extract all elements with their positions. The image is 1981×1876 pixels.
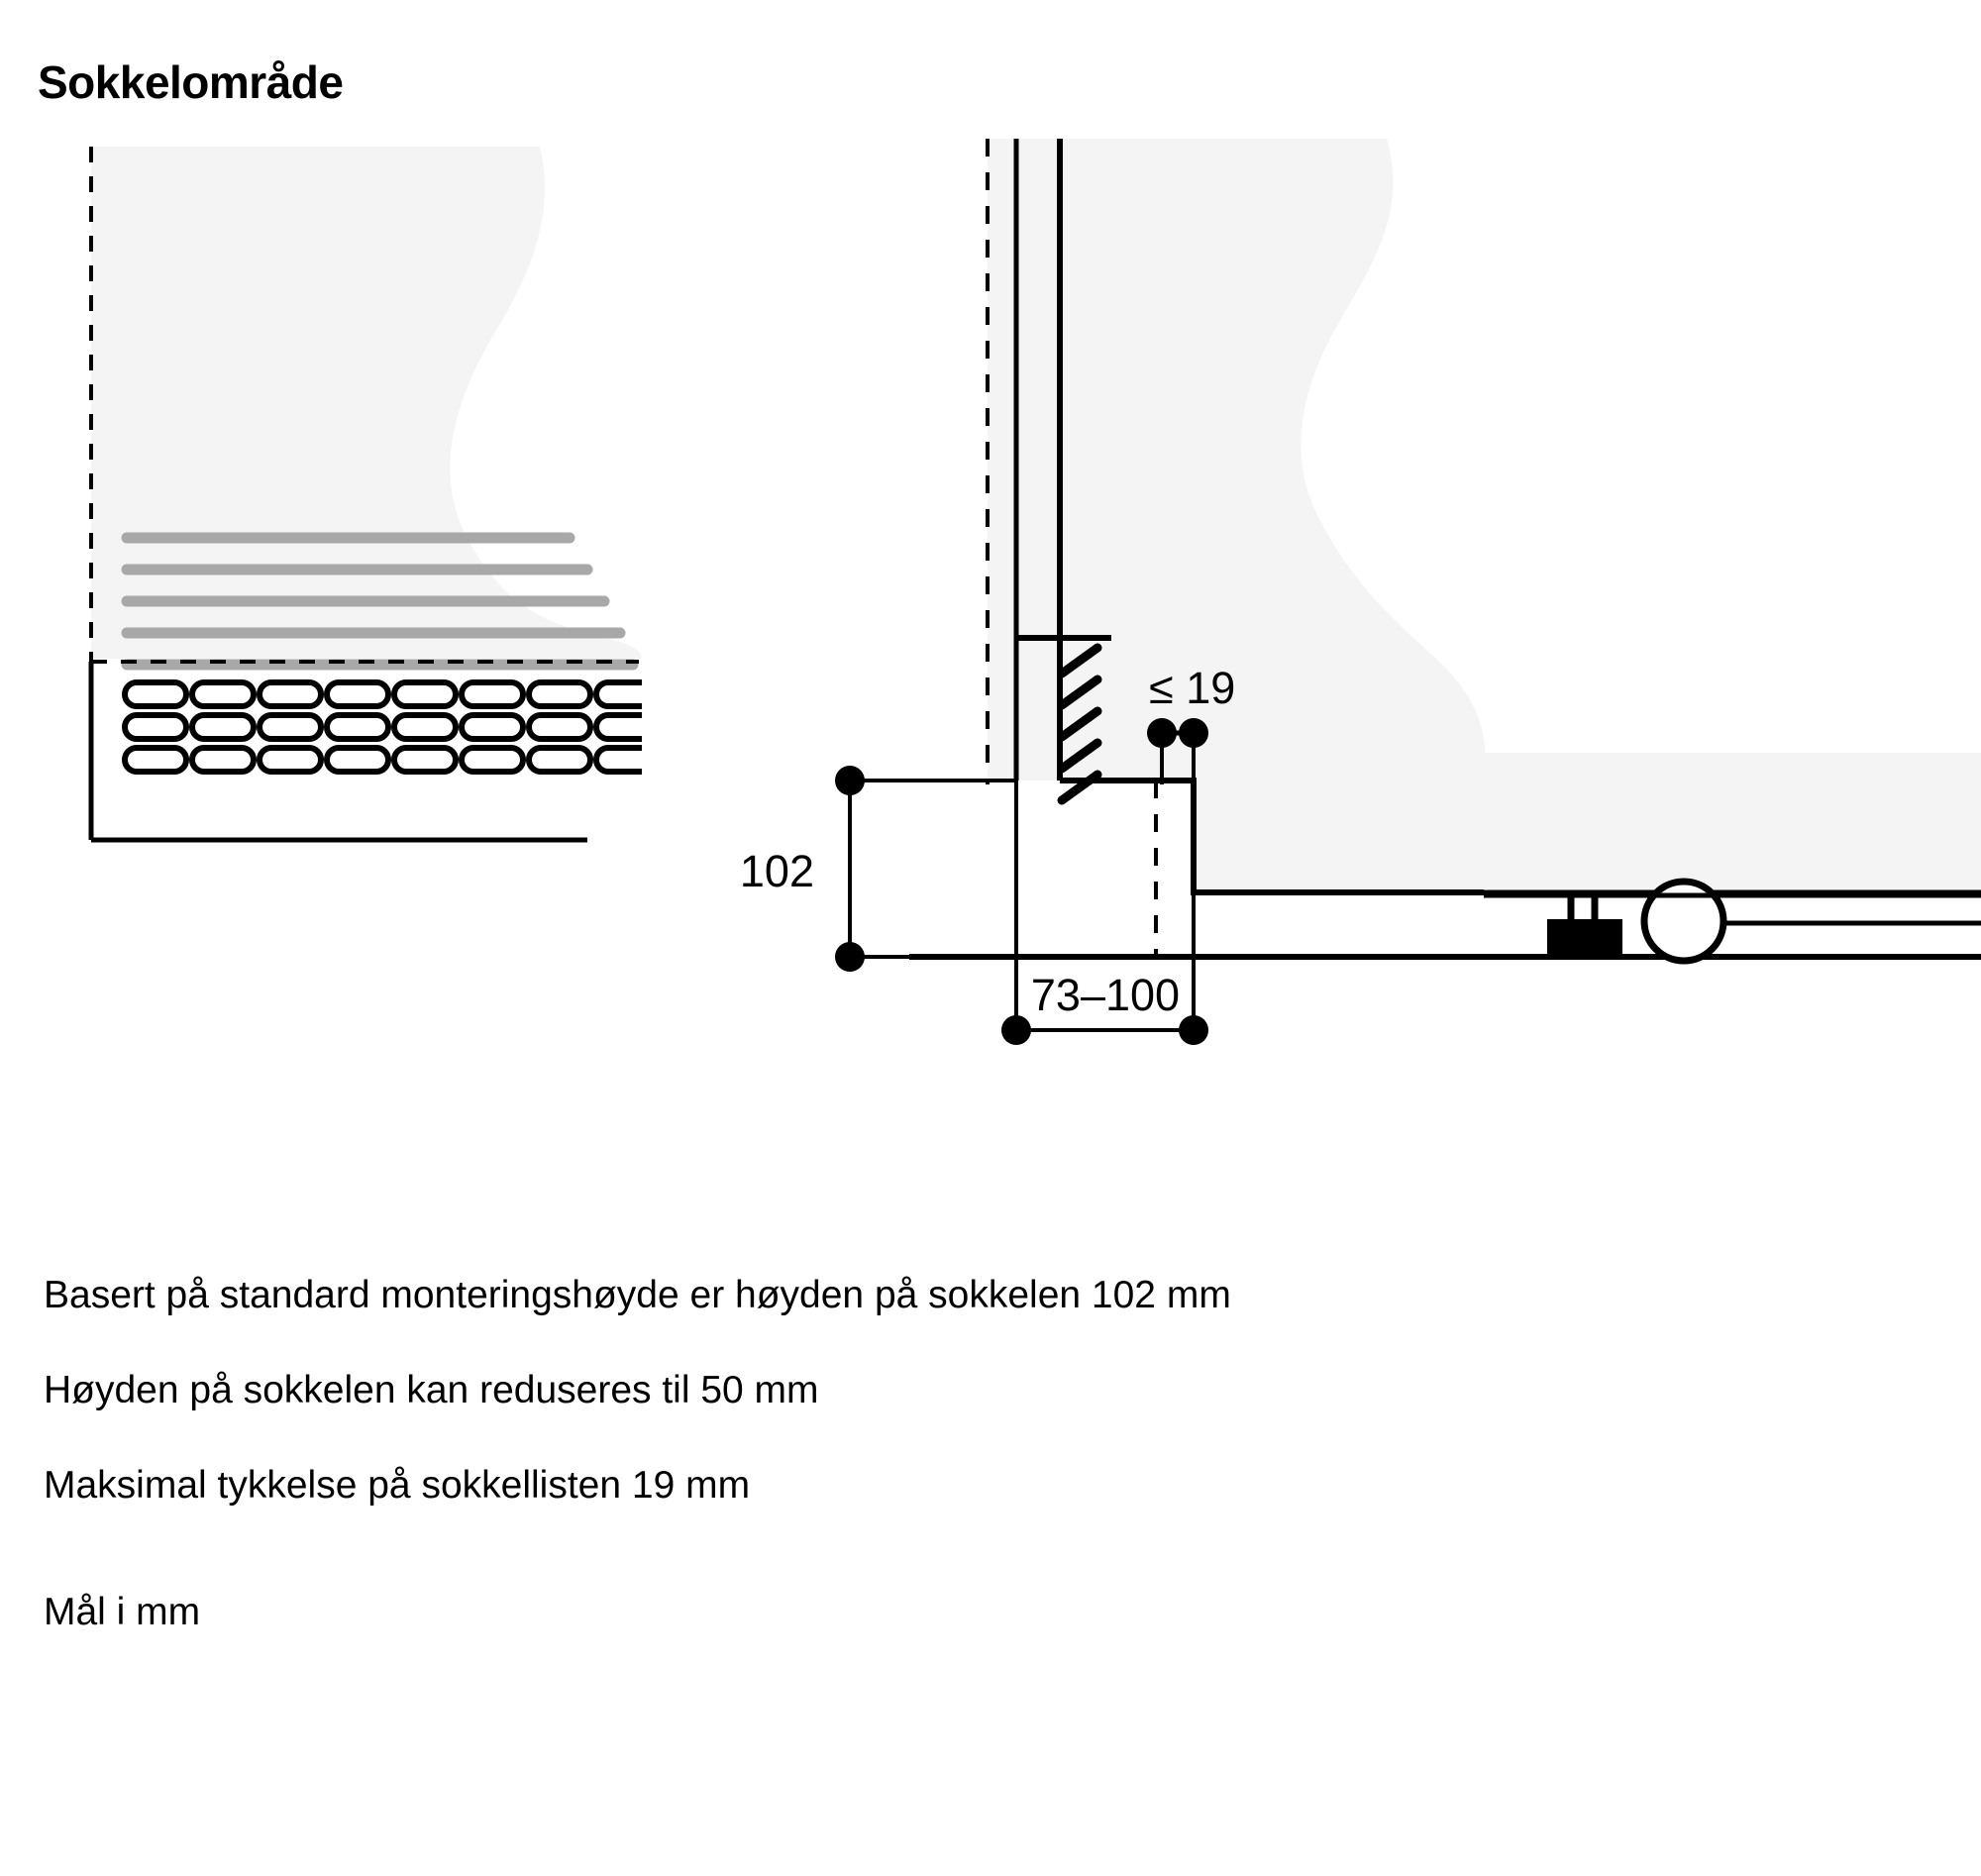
grille-slot bbox=[189, 679, 257, 709]
grille-slot bbox=[122, 679, 189, 709]
dimension-102-endpoint-bottom bbox=[835, 942, 865, 972]
dimension-max-19-endpoint-left bbox=[1147, 718, 1177, 748]
grille-slot bbox=[526, 712, 593, 742]
adjustable-foot bbox=[1547, 895, 1622, 959]
dimension-73-100-endpoint-right bbox=[1179, 1015, 1208, 1045]
grille-slot bbox=[526, 745, 593, 775]
grille-slot bbox=[122, 712, 189, 742]
dimension-max-19-label: ≤ 19 bbox=[1149, 663, 1235, 713]
louver-bars-group bbox=[121, 532, 639, 671]
technical-drawing-figure: 102 73–100 ≤ 1 bbox=[0, 119, 1981, 1189]
note-item-plinth-thickness: Maksimal tykkelse på sokkellisten 19 mm bbox=[44, 1464, 751, 1507]
grille-slot bbox=[189, 745, 257, 775]
hatch-mark bbox=[1057, 706, 1102, 742]
diagram-svg: 102 73–100 ≤ 1 bbox=[88, 139, 1981, 1045]
dimension-73-100: 73–100 bbox=[1001, 892, 1208, 1045]
section-hatch-marks bbox=[1057, 643, 1102, 774]
dimension-102: 102 bbox=[740, 766, 1016, 972]
dimension-73-100-label: 73–100 bbox=[1031, 970, 1180, 1020]
note-item-units: Mål i mm bbox=[44, 1591, 201, 1633]
dimension-max-19-endpoint-right bbox=[1179, 718, 1208, 748]
grille-slot bbox=[257, 679, 324, 709]
note-item-socle-height: Basert på standard monteringshøyde er hø… bbox=[44, 1274, 1231, 1316]
dimension-73-100-endpoint-left bbox=[1001, 1015, 1031, 1045]
grille-slot bbox=[122, 745, 189, 775]
grille-slot bbox=[324, 679, 391, 709]
grille-slot bbox=[459, 745, 526, 775]
foot-block bbox=[1547, 919, 1622, 959]
grille-slot bbox=[324, 745, 391, 775]
roller-wheel bbox=[1484, 878, 1981, 965]
right-view-group: 102 73–100 ≤ 1 bbox=[740, 139, 1981, 1045]
grille-slot bbox=[593, 745, 642, 775]
dimension-102-endpoint-top bbox=[835, 766, 865, 795]
grille-slot bbox=[391, 712, 459, 742]
grille-slot bbox=[459, 679, 526, 709]
dimension-max-19: ≤ 19 bbox=[1147, 663, 1235, 784]
grille-slot bbox=[257, 712, 324, 742]
hatch-mark bbox=[1057, 738, 1102, 774]
grille-slot bbox=[459, 712, 526, 742]
hatch-mark bbox=[1057, 675, 1102, 710]
note-item-socle-reducible: Høyden på sokkelen kan reduseres til 50 … bbox=[44, 1369, 819, 1411]
grille-slot bbox=[189, 712, 257, 742]
plinth-step-profile bbox=[1060, 778, 1484, 895]
plinth-body-fill-right-2 bbox=[1194, 781, 1511, 894]
left-view-group bbox=[88, 147, 642, 843]
hatch-mark bbox=[1057, 643, 1102, 678]
dimension-102-label: 102 bbox=[740, 846, 814, 896]
grille-slot bbox=[391, 679, 459, 709]
cabinet-base-fill-right bbox=[1484, 753, 1981, 894]
appliance-body-fill-left bbox=[91, 147, 642, 659]
ventilation-grille bbox=[122, 679, 642, 775]
page-title: Sokkelområde bbox=[38, 56, 344, 108]
grille-slot bbox=[257, 745, 324, 775]
grille-slot bbox=[324, 712, 391, 742]
grille-slot bbox=[391, 745, 459, 775]
appliance-body-fill-right bbox=[988, 139, 1486, 781]
grille-slot bbox=[526, 679, 593, 709]
grille-slot bbox=[593, 712, 642, 742]
grille-slot bbox=[593, 679, 642, 709]
